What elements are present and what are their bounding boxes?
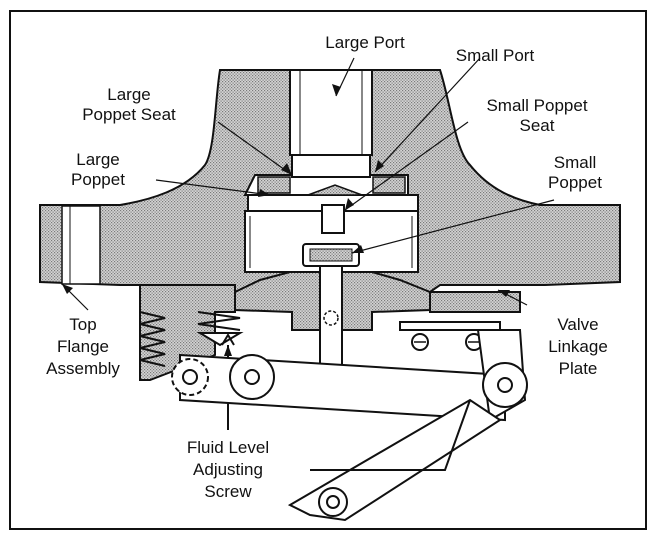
label-large-poppet-line1: Large [76, 150, 120, 169]
label-top-flange-line1: Top [69, 315, 97, 334]
label-small-poppet-seat-line2: Seat [519, 116, 555, 135]
leader-arrows [62, 84, 510, 356]
label-top-flange-line2: Flange [57, 337, 109, 356]
label-valve-linkage-line1: Valve [557, 315, 599, 334]
label-top-flange-line3: Assembly [46, 359, 120, 378]
large-port [289, 69, 373, 156]
spring-left [139, 311, 166, 367]
label-fluid-level-line2: Adjusting [193, 460, 263, 479]
label-small-port: Small Port [455, 46, 535, 65]
label-small-poppet-line1: Small [553, 153, 597, 172]
label-large-poppet-seat-line1: Large [107, 85, 151, 104]
flange-slot [61, 205, 101, 285]
label-large-poppet-seat-line2: Poppet Seat [82, 105, 176, 124]
inner-housing [244, 210, 419, 273]
label-large-poppet-line2: Poppet [71, 170, 125, 189]
label-valve-linkage-line3: Plate [558, 359, 598, 378]
label-valve-linkage-line2: Linkage [548, 337, 608, 356]
label-large-port: Large Port [325, 33, 405, 52]
label-small-poppet-line2: Poppet [548, 173, 602, 192]
spring-adjust [197, 311, 241, 331]
leader-lines [61, 57, 555, 311]
label-small-poppet-seat-line1: Small Poppet [486, 96, 588, 115]
linkage-plate [429, 291, 521, 313]
label-fluid-level-line3: Screw [204, 482, 252, 501]
label-fluid-level-line1: Fluid Level [186, 438, 270, 457]
